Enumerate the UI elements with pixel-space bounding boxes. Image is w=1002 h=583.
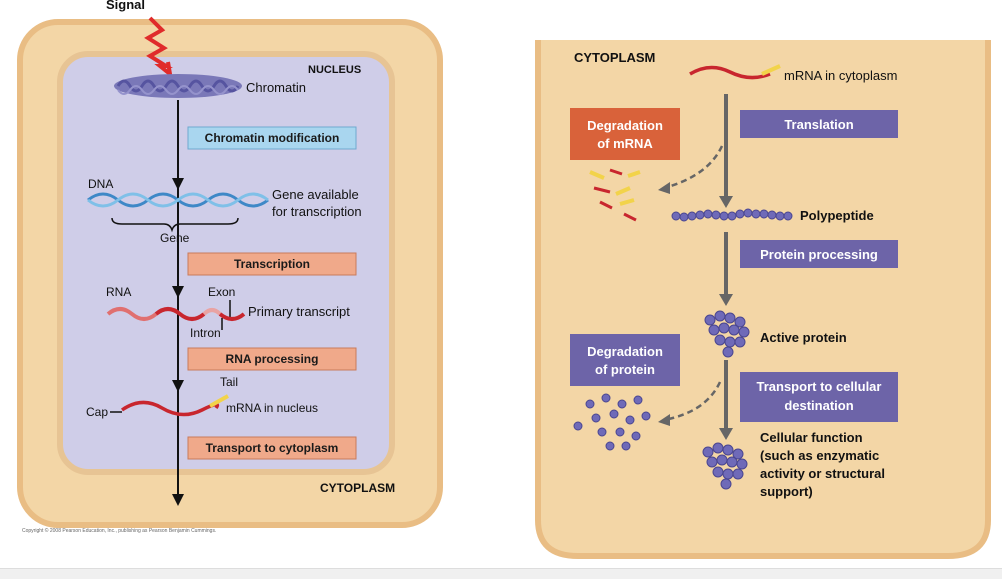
transport-cellular-box <box>740 372 898 422</box>
primary-transcript-label: Primary transcript <box>248 304 350 319</box>
cytoplasm-label-left: CYTOPLASM <box>320 481 395 495</box>
degradation-mrna-box <box>570 108 680 160</box>
dna-helix-icon <box>87 192 269 208</box>
degradation-protein-label-2: of protein <box>595 362 655 377</box>
right-diagram: CYTOPLASM mRNA in cytoplasm Degradation … <box>535 40 991 559</box>
transport-to-cytoplasm-box <box>187 436 357 460</box>
amino-acids-icon <box>573 393 651 451</box>
mrna-fragments-icon <box>589 168 641 222</box>
bottom-strip <box>0 568 1002 579</box>
exon-label: Exon <box>208 285 235 299</box>
degradation-mrna-label-1: Degradation <box>587 118 663 133</box>
dashed-arrow-head-mrna <box>658 182 670 194</box>
functional-protein-icon <box>702 442 748 490</box>
arrow-head-transport <box>719 428 733 440</box>
arrow-head-4 <box>172 494 184 506</box>
mrna-cytoplasm-label: mRNA in cytoplasm <box>784 68 897 83</box>
chromatin-modification-box <box>187 126 357 150</box>
cellular-function-label-1: Cellular function <box>760 430 863 445</box>
copyright-text: Copyright © 2008 Pearson Education, Inc.… <box>22 528 217 534</box>
signal-icon <box>144 16 173 79</box>
cellular-function-label-2: (such as enzymatic <box>760 448 879 463</box>
left-panel: Signal NUCLEUS Chromatin Chromatin modif… <box>0 0 460 578</box>
arrow-head-2 <box>172 286 184 298</box>
arrow-head-translation <box>719 196 733 208</box>
gene-label: Gene <box>160 231 190 245</box>
polypeptide-icon <box>671 208 793 222</box>
protein-processing-label: Protein processing <box>760 247 878 262</box>
right-panel: CYTOPLASM mRNA in cytoplasm Degradation … <box>530 0 1002 578</box>
tail-label: Tail <box>220 375 238 389</box>
gene-available-label-1: Gene available <box>272 187 359 202</box>
dna-label: DNA <box>88 177 113 191</box>
cytoplasm-region <box>535 40 991 559</box>
chromatin-modification-label: Chromatin modification <box>205 131 340 145</box>
primary-transcript-icon <box>106 307 246 321</box>
transcription-label: Transcription <box>234 257 310 271</box>
gene-available-label-2: for transcription <box>272 204 362 219</box>
signal-label: Signal <box>106 0 145 12</box>
transport-cellular-label-2: destination <box>784 398 853 413</box>
active-protein-icon <box>704 310 750 358</box>
nucleus-label: NUCLEUS <box>308 64 361 76</box>
transport-to-cytoplasm-label: Transport to cytoplasm <box>206 441 339 455</box>
degradation-mrna-label-2: of mRNA <box>597 136 653 151</box>
rna-label: RNA <box>106 285 131 299</box>
arrow-head-1 <box>172 178 184 190</box>
dashed-arrow-mrna <box>663 145 724 190</box>
mrna-nucleus-icon <box>120 394 229 417</box>
intron-label: Intron <box>190 326 221 340</box>
mrna-cytoplasm-icon <box>689 64 781 80</box>
dashed-arrow-head-protein <box>658 414 670 426</box>
arrow-head-processing <box>719 294 733 306</box>
arrow-head-3 <box>172 380 184 392</box>
translation-label: Translation <box>784 117 853 132</box>
degradation-protein-label-1: Degradation <box>587 344 663 359</box>
cellular-function-label-3: activity or structural <box>760 466 885 481</box>
mrna-nucleus-label: mRNA in nucleus <box>226 401 318 415</box>
chromatin-icon <box>114 74 242 98</box>
cellular-function-label-4: support) <box>760 484 813 499</box>
cytoplasm-label-right: CYTOPLASM <box>574 50 655 65</box>
rna-processing-box <box>187 347 357 371</box>
left-diagram: Signal NUCLEUS Chromatin Chromatin modif… <box>17 0 443 528</box>
protein-processing-box <box>740 240 898 268</box>
translation-box <box>740 110 898 138</box>
degradation-protein-box <box>570 334 680 386</box>
transcription-box <box>187 252 357 276</box>
gene-brace <box>111 217 239 233</box>
rna-processing-label: RNA processing <box>226 352 319 366</box>
chromatin-label: Chromatin <box>246 80 306 95</box>
polypeptide-label: Polypeptide <box>800 208 874 223</box>
dashed-arrow-protein <box>663 381 722 422</box>
cap-label: Cap <box>86 405 108 419</box>
transport-cellular-label-1: Transport to cellular <box>757 379 882 394</box>
active-protein-label: Active protein <box>760 330 847 345</box>
